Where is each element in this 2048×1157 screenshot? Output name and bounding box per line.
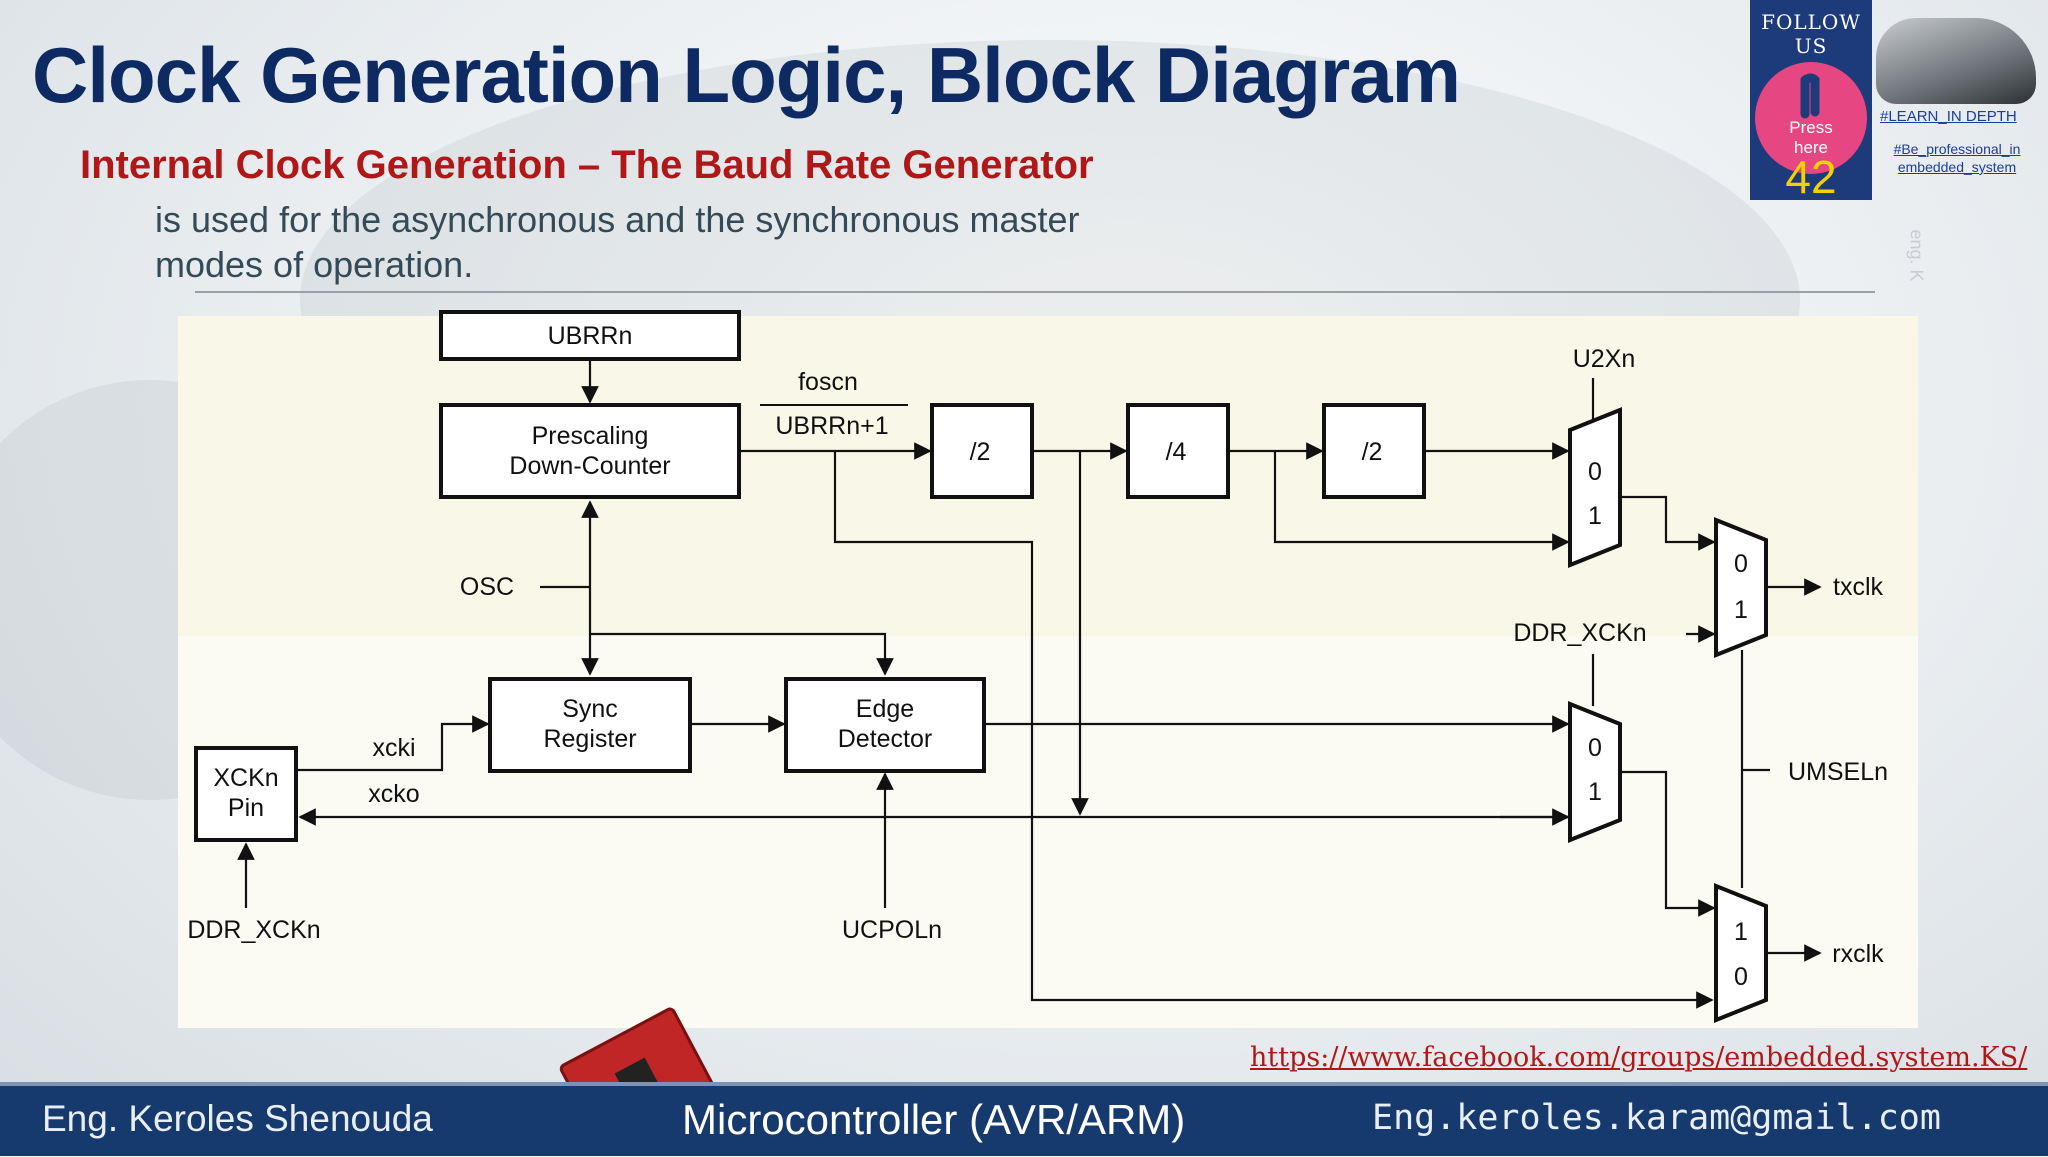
description-line-2: modes of operation.	[155, 244, 474, 285]
slide-title: Clock Generation Logic, Block Diagram	[32, 31, 1461, 119]
xck-pin-block	[194, 746, 298, 842]
hashtag-line-2: embedded_system	[1897, 159, 2017, 175]
ubrr-plus-label: UBRRn+1	[775, 412, 888, 440]
diagram-labels: UBRRn Prescaling Down-Counter foscn UBRR…	[187, 322, 1888, 991]
car-thumbnail-image	[1876, 18, 2036, 104]
txclk-label: txclk	[1833, 573, 1884, 601]
press-here-button[interactable]: Press here	[1755, 62, 1867, 174]
press-label: Press	[1789, 118, 1833, 137]
ucpol-label: UCPOLn	[842, 916, 942, 944]
prescaler-label-2: Down-Counter	[509, 452, 670, 480]
umsel-label: UMSELn	[1788, 758, 1888, 786]
rx-mux	[1714, 883, 1768, 1023]
fosc-label: foscn	[798, 368, 858, 396]
sync-register-block	[488, 677, 692, 773]
follow-us-badge[interactable]: FOLLOW US Press here 42	[1750, 0, 1872, 203]
author-email[interactable]: Eng.keroles.karam@gmail.com	[1372, 1098, 1941, 1138]
course-name: Microcontroller (AVR/ARM)	[682, 1096, 1186, 1143]
tx-mux	[1714, 517, 1768, 658]
be-professional-hashtag[interactable]: #Be_professional_in embedded_system	[1882, 140, 2032, 176]
rx-mux-in1: 1	[1734, 918, 1748, 946]
diagram-blocks	[194, 310, 1768, 1023]
edge-label-1: Edge	[856, 695, 914, 723]
ddr-right-label: DDR_XCKn	[1513, 619, 1646, 647]
sync-label-2: Register	[543, 725, 636, 753]
slide-description: is used for the asynchronous and the syn…	[155, 197, 1195, 287]
divider-line	[195, 291, 1875, 293]
div2b-label: /2	[1362, 438, 1383, 466]
xck-mux	[1568, 701, 1622, 843]
description-line-1: is used for the asynchronous and the syn…	[155, 199, 1080, 240]
xck-mux-in0: 0	[1588, 734, 1602, 762]
div4-label: /4	[1166, 438, 1187, 466]
xck-mux-in1: 1	[1588, 778, 1602, 806]
div2-block-b	[1322, 403, 1426, 499]
rx-mux-in0: 0	[1734, 963, 1748, 991]
u2x-mux-in1: 1	[1588, 502, 1602, 530]
div2-block-a	[930, 403, 1034, 499]
here-label: here	[1793, 138, 1829, 157]
follow-number: 42	[1785, 151, 1837, 203]
press-here-text: Press here	[1755, 118, 1867, 158]
ubrr-block	[439, 310, 741, 361]
osc-label: OSC	[460, 573, 514, 601]
xck-label-2: Pin	[228, 794, 264, 822]
edge-detector-block	[784, 677, 986, 773]
u2x-mux-in0: 0	[1588, 458, 1602, 486]
ddr-left-label: DDR_XCKn	[187, 916, 320, 944]
div4-block	[1126, 403, 1230, 499]
ubrr-label: UBRRn	[548, 322, 633, 350]
u2x-mux	[1568, 407, 1622, 568]
learn-in-depth-hashtag[interactable]: #LEARN_IN DEPTH	[1880, 108, 2017, 125]
follow-us-label: FOLLOW US	[1761, 10, 1861, 58]
xcki-label: xcki	[372, 734, 415, 762]
hashtag-line-1: #Be_professional_in	[1893, 141, 2021, 157]
xck-label-1: XCKn	[213, 764, 278, 792]
u2x-label: U2Xn	[1573, 345, 1636, 373]
footer-bar: Eng. Keroles Shenouda Microcontroller (A…	[0, 1082, 2048, 1156]
div2a-label: /2	[970, 438, 991, 466]
slide-subtitle: Internal Clock Generation – The Baud Rat…	[80, 143, 1094, 187]
sync-label-1: Sync	[562, 695, 618, 723]
prescaler-block	[439, 403, 741, 499]
rxclk-label: rxclk	[1832, 940, 1884, 968]
edge-label-2: Detector	[838, 725, 932, 753]
author-name: Eng. Keroles Shenouda	[42, 1098, 433, 1139]
signal-wires	[237, 360, 1822, 1009]
xcko-label: xcko	[368, 780, 419, 808]
tx-mux-in0: 0	[1734, 550, 1748, 578]
facebook-group-link[interactable]: https://www.facebook.com/groups/embedded…	[1250, 1042, 2028, 1073]
tx-mux-in1: 1	[1734, 596, 1748, 624]
prescaler-label-1: Prescaling	[532, 422, 649, 450]
hand-pointer-icon	[1800, 73, 1820, 119]
